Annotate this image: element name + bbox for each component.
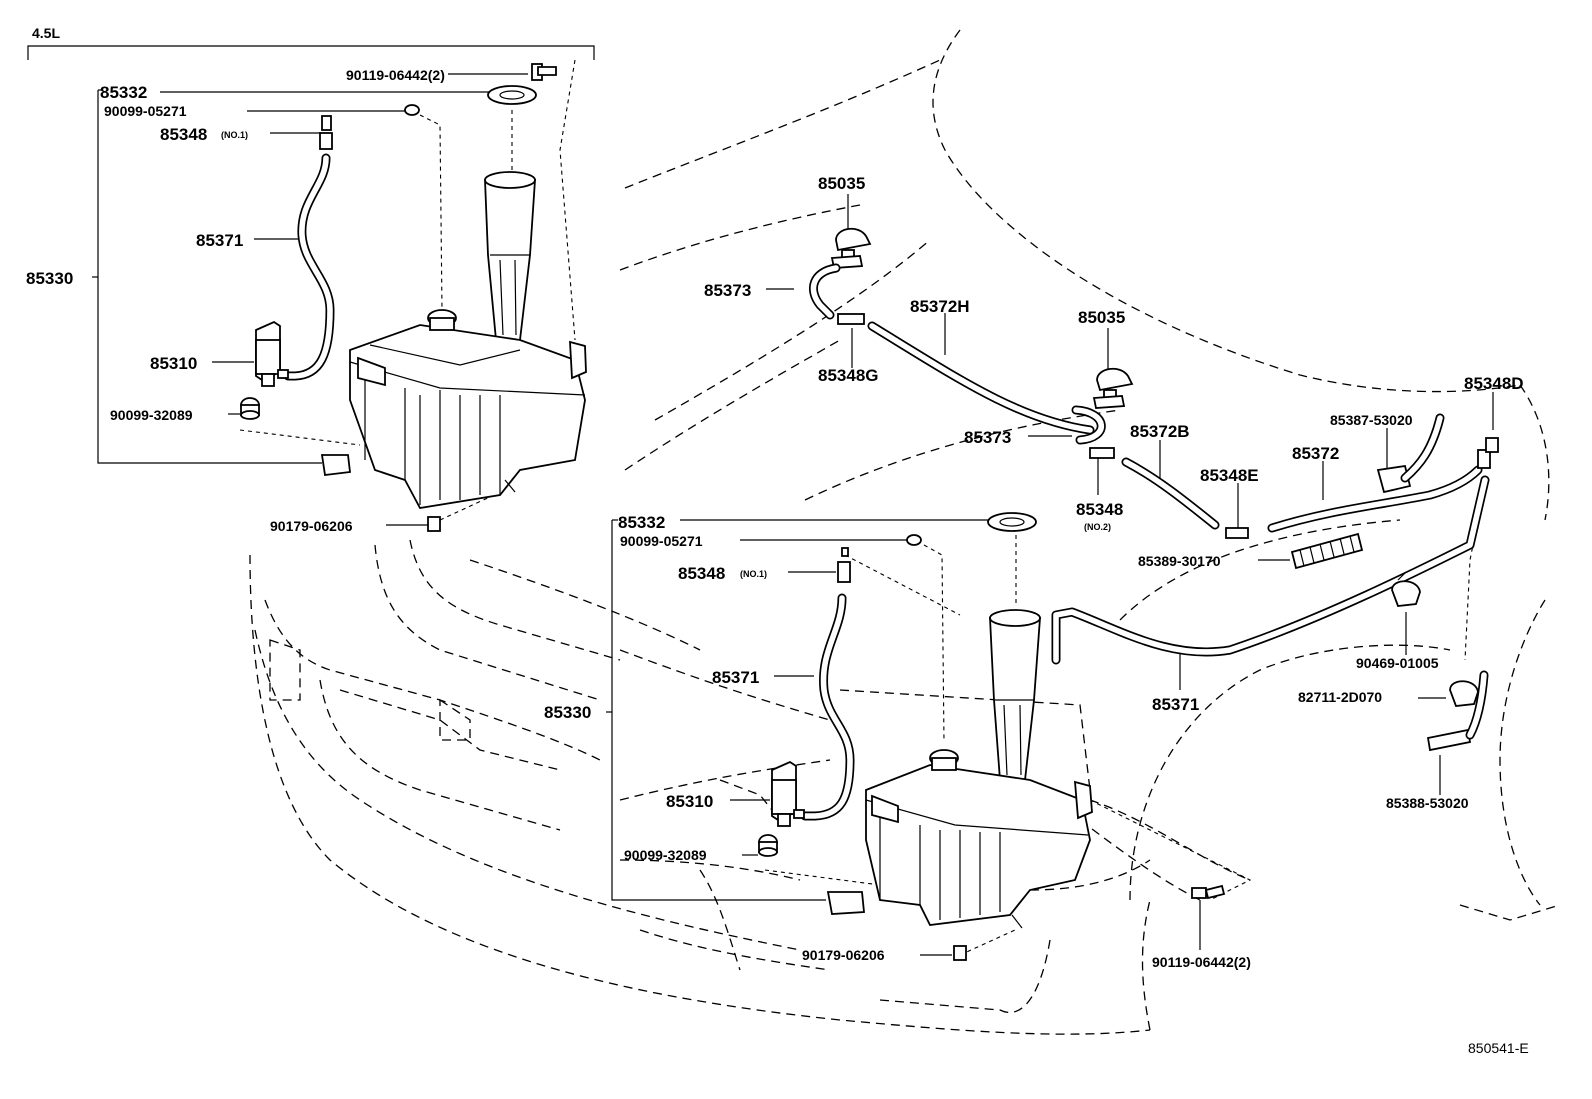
lower-hose-icon (800, 593, 855, 821)
nozzle-right-icon (1092, 367, 1134, 409)
clip-icon (1391, 571, 1421, 607)
upper-pump-label: 85310 (150, 354, 197, 373)
clip-2-icon (1449, 680, 1479, 707)
clamp-2-label: 85388-53020 (1386, 795, 1469, 811)
lower-tank-icon (826, 749, 1093, 929)
joint-g-icon (837, 313, 865, 325)
hose-main-icon (1267, 465, 1483, 533)
upper-grommet-icon (404, 104, 420, 116)
hose-h-label: 85372H (910, 297, 970, 316)
protector-icon (1290, 532, 1364, 570)
lower-joint-label: 85348 (678, 564, 725, 583)
joint-d-icon (1477, 437, 1499, 469)
hose-left-elbow-label: 85373 (704, 281, 751, 300)
lower-cap-gasket-label: 85332 (618, 513, 665, 532)
clip-label: 90469-01005 (1356, 655, 1439, 671)
nozzle-left-icon (830, 227, 872, 269)
upper-bolt-top-label: 90119-06442(2) (346, 67, 445, 83)
joint-e-label: 85348E (1200, 466, 1259, 485)
upper-filler-neck-icon (484, 171, 536, 341)
upper-joint-icon (319, 115, 333, 150)
upper-cap-gasket-label: 85332 (100, 83, 147, 102)
joint-no2-icon (1089, 447, 1115, 459)
upper-grommet-label: 90099-05271 (104, 103, 187, 119)
lower-grommet-label: 90099-05271 (620, 533, 703, 549)
lower-gasket-icon (987, 512, 1037, 532)
lower-joint-icon (837, 547, 851, 583)
joint-g-label: 85348G (818, 366, 879, 385)
upper-hose-icon (283, 153, 335, 381)
hose-left-elbow-icon (808, 263, 841, 320)
lower-tank-assy-label: 85330 (544, 703, 591, 722)
upper-pump-icon (255, 320, 289, 387)
clamp-label: 85387-53020 (1330, 412, 1413, 428)
clip-2-label: 82711-2D070 (1298, 689, 1382, 705)
hose-h-icon (867, 321, 1095, 435)
joint-d-label: 85348D (1464, 374, 1524, 393)
upper-joint-suffix: (NO.1) (221, 130, 248, 140)
lower-nut-label: 90179-06206 (802, 947, 885, 963)
clamp-icon (1376, 413, 1445, 494)
lower-pump-grommet-label: 90099-32089 (624, 847, 707, 863)
upper-tank-icon (320, 309, 587, 509)
joint-no2-label: 85348 (1076, 500, 1123, 519)
upper-tank-assembly: 90119-06442(2) 85332 90099-05271 85348 (… (26, 59, 587, 534)
variant-bracket: 4.5L (27, 25, 595, 60)
lower-hose-label: 85371 (712, 668, 759, 687)
nozzle-right-label: 85035 (1078, 308, 1125, 327)
hood-washer-hoses: 85035 85373 85372H 85035 85348G 85373 85… (704, 174, 1524, 811)
joint-e-icon (1225, 527, 1249, 539)
lower-joint-suffix: (NO.1) (740, 569, 767, 579)
upper-bolt-top-icon (531, 63, 557, 81)
upper-nut-icon (427, 516, 441, 532)
joint-no2-suffix: (NO.2) (1084, 522, 1111, 532)
upper-joint-label: 85348 (160, 125, 207, 144)
lower-grommet-icon (906, 534, 922, 546)
protector-label: 85389-30170 (1138, 553, 1221, 569)
upper-tank-assy-label: 85330 (26, 269, 73, 288)
lower-pump-label: 85310 (666, 792, 713, 811)
upper-hose-label: 85371 (196, 231, 243, 250)
upper-gasket-icon (487, 85, 537, 105)
figure-code: 850541-E (1468, 1040, 1529, 1056)
upper-pump-grommet-label: 90099-32089 (110, 407, 193, 423)
hose-main-label: 85372 (1292, 444, 1339, 463)
lower-bolt-bottom-icon (1191, 884, 1226, 900)
vehicle-outline (249, 29, 1561, 1035)
lower-filler-neck-icon (989, 609, 1041, 781)
upper-pump-grommet-icon (240, 397, 260, 420)
hose-long-icon (1051, 475, 1490, 665)
upper-nut-label: 90179-06206 (270, 518, 353, 534)
clamp-2-icon (1426, 670, 1489, 752)
hose-long-label: 85371 (1152, 695, 1199, 714)
hose-b-icon (1121, 457, 1220, 530)
hose-right-elbow-icon (1071, 405, 1106, 445)
nozzle-left-label: 85035 (818, 174, 865, 193)
lower-nut-icon (953, 945, 967, 961)
lower-tank-assembly: 85332 90099-05271 85348 (NO.1) 85371 853… (544, 512, 1252, 970)
lower-pump-icon (771, 760, 805, 827)
hose-b-label: 85372B (1130, 422, 1190, 441)
hose-right-elbow-label: 85373 (964, 428, 1011, 447)
lower-bolt-bottom-label: 90119-06442(2) (1152, 954, 1251, 970)
lower-pump-grommet-icon (758, 834, 778, 857)
variant-label: 4.5L (32, 25, 60, 41)
